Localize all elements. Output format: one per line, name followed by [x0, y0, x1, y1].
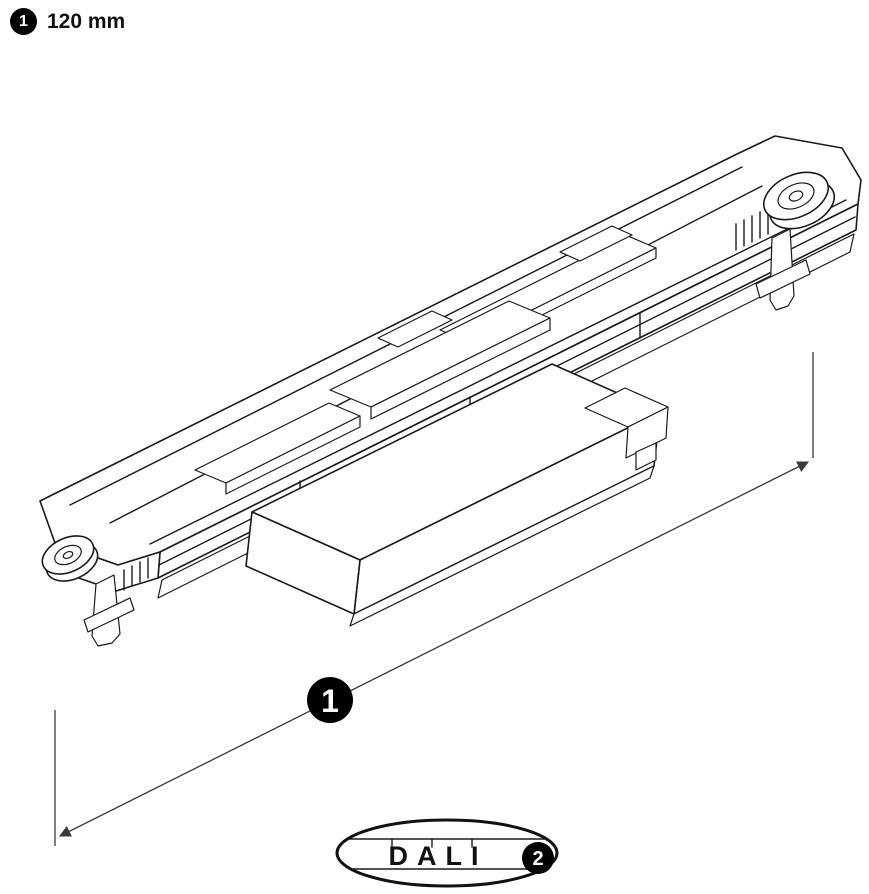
dimension-value-label: 120 mm [47, 9, 126, 33]
dali-logo: DALI 2 [335, 818, 559, 888]
raised-strip-center [329, 300, 551, 420]
right-knob-center [788, 190, 804, 202]
dimension-callout: 1 120 mm [10, 8, 125, 35]
callout-1-badge: 1 [10, 8, 37, 35]
dali-logo-text: DALI [389, 841, 488, 871]
right-latch-crossbar [755, 259, 811, 299]
dimension-label-number: 1 [321, 683, 339, 719]
dimension-label-badge [307, 677, 353, 723]
dimension-annotation: 1 [54, 352, 814, 846]
dimension-line [58, 461, 810, 837]
dali-logo-marker-number: 2 [532, 848, 543, 870]
top-tab-left [377, 310, 453, 348]
dali-logo-marker-badge [522, 842, 554, 874]
top-tab-right [559, 225, 633, 262]
right-twist-lock [735, 171, 836, 311]
connector-body [39, 135, 862, 647]
dali-logo-ticks [391, 838, 473, 848]
mid-latch-clip [584, 387, 669, 471]
